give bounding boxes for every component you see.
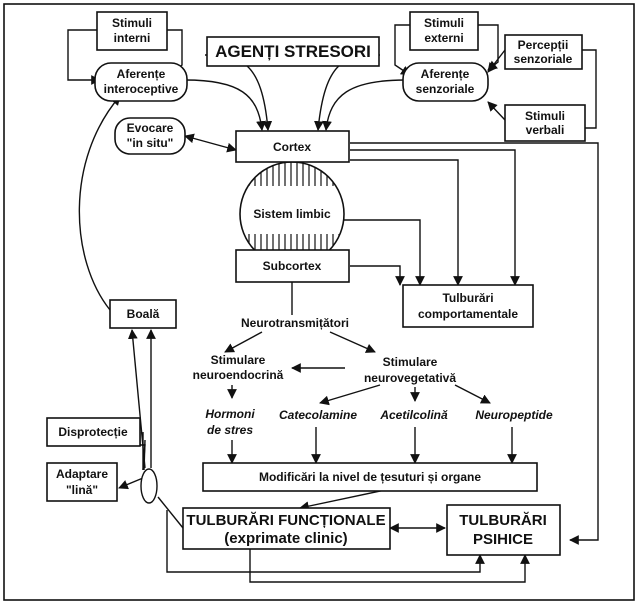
stimuli-verbali-box [504, 104, 586, 142]
aferente-senz-line2: senzoriale [416, 82, 475, 96]
neurotransmitatori-label: Neurotransmițători [241, 316, 349, 330]
sistem-limbic-label: Sistem limbic [253, 207, 331, 221]
evocare-box [114, 117, 186, 155]
aferente-senz-line1: Aferențe [421, 67, 470, 81]
catecolamine-label: Catecolamine [279, 408, 357, 422]
perceptii-line2: senzoriale [514, 52, 573, 66]
stimuli-verbali-line1: Stimuli [525, 109, 565, 123]
cortex-label: Cortex [273, 140, 311, 154]
stimuli-externi-line2: externi [424, 31, 463, 45]
aferente-interoceptive-box [94, 62, 188, 102]
stim-neuroendo-line1: Stimulare [211, 353, 266, 367]
evocare-line2: "in situ" [127, 136, 174, 150]
sistem-limbic-shape [239, 161, 345, 267]
cortex-box [235, 130, 350, 163]
aferente-intero-line2: interoceptive [104, 82, 179, 96]
tulb-functionale-line1: TULBURĂRI FUNCȚIONALE [186, 512, 385, 529]
adaptare-line2: "lină" [66, 483, 98, 497]
title-box [206, 36, 380, 67]
tulburari-comportamentale-box [402, 284, 534, 328]
outer-frame [3, 3, 635, 601]
branch-node [140, 468, 158, 504]
modificari-label: Modificări la nivel de țesuturi și organ… [259, 470, 481, 484]
tulburari-comp-line1: Tulburări [442, 291, 493, 305]
tulburari-comp-line2: comportamentale [418, 307, 518, 321]
tulburari-psihice-box [446, 504, 561, 556]
tulb-psihice-line1: TULBURĂRI [459, 512, 547, 529]
adaptare-line1: Adaptare [56, 467, 108, 481]
perceptii-box [504, 34, 583, 70]
stimuli-interni-box [96, 11, 168, 51]
stimuli-externi-line1: Stimuli [424, 16, 464, 30]
adaptare-box [46, 462, 118, 502]
boala-label: Boală [127, 307, 160, 321]
diagram-title: AGENȚI STRESORI [215, 42, 371, 61]
hormoni-line1: Hormoni [205, 407, 255, 421]
evocare-line1: Evocare [127, 121, 174, 135]
neuropeptide-label: Neuropeptide [475, 408, 553, 422]
tulburari-functionale-box [182, 507, 391, 550]
stimuli-verbali-line2: verbali [526, 123, 565, 137]
modificari-box [202, 462, 538, 492]
disprotectie-box [46, 417, 141, 447]
disprotectie-label: Disprotecție [58, 425, 128, 439]
acetilcolina-label: Acetilcolină [379, 408, 448, 422]
aferente-intero-line1: Aferențe [117, 67, 166, 81]
stimuli-interni-line1: Stimuli [112, 16, 152, 30]
tulb-psihice-line2: PSIHICE [473, 531, 533, 548]
connectors [67, 24, 599, 583]
perceptii-line1: Percepții [518, 38, 569, 52]
stimuli-interni-line2: interni [114, 31, 151, 45]
stimuli-externi-box [409, 11, 479, 51]
subcortex-label: Subcortex [263, 259, 322, 273]
tulb-functionale-line2: (exprimate clinic) [224, 530, 347, 547]
stim-neuroendo-line2: neuroendocrină [193, 368, 284, 382]
stim-neuroveg-line1: Stimulare [383, 355, 438, 369]
aferente-senzoriale-box [402, 62, 489, 102]
boala-box [109, 299, 177, 329]
stim-neuroveg-line2: neurovegetativă [364, 371, 456, 385]
subcortex-box [235, 249, 350, 283]
hormoni-line2: de stres [207, 423, 253, 437]
